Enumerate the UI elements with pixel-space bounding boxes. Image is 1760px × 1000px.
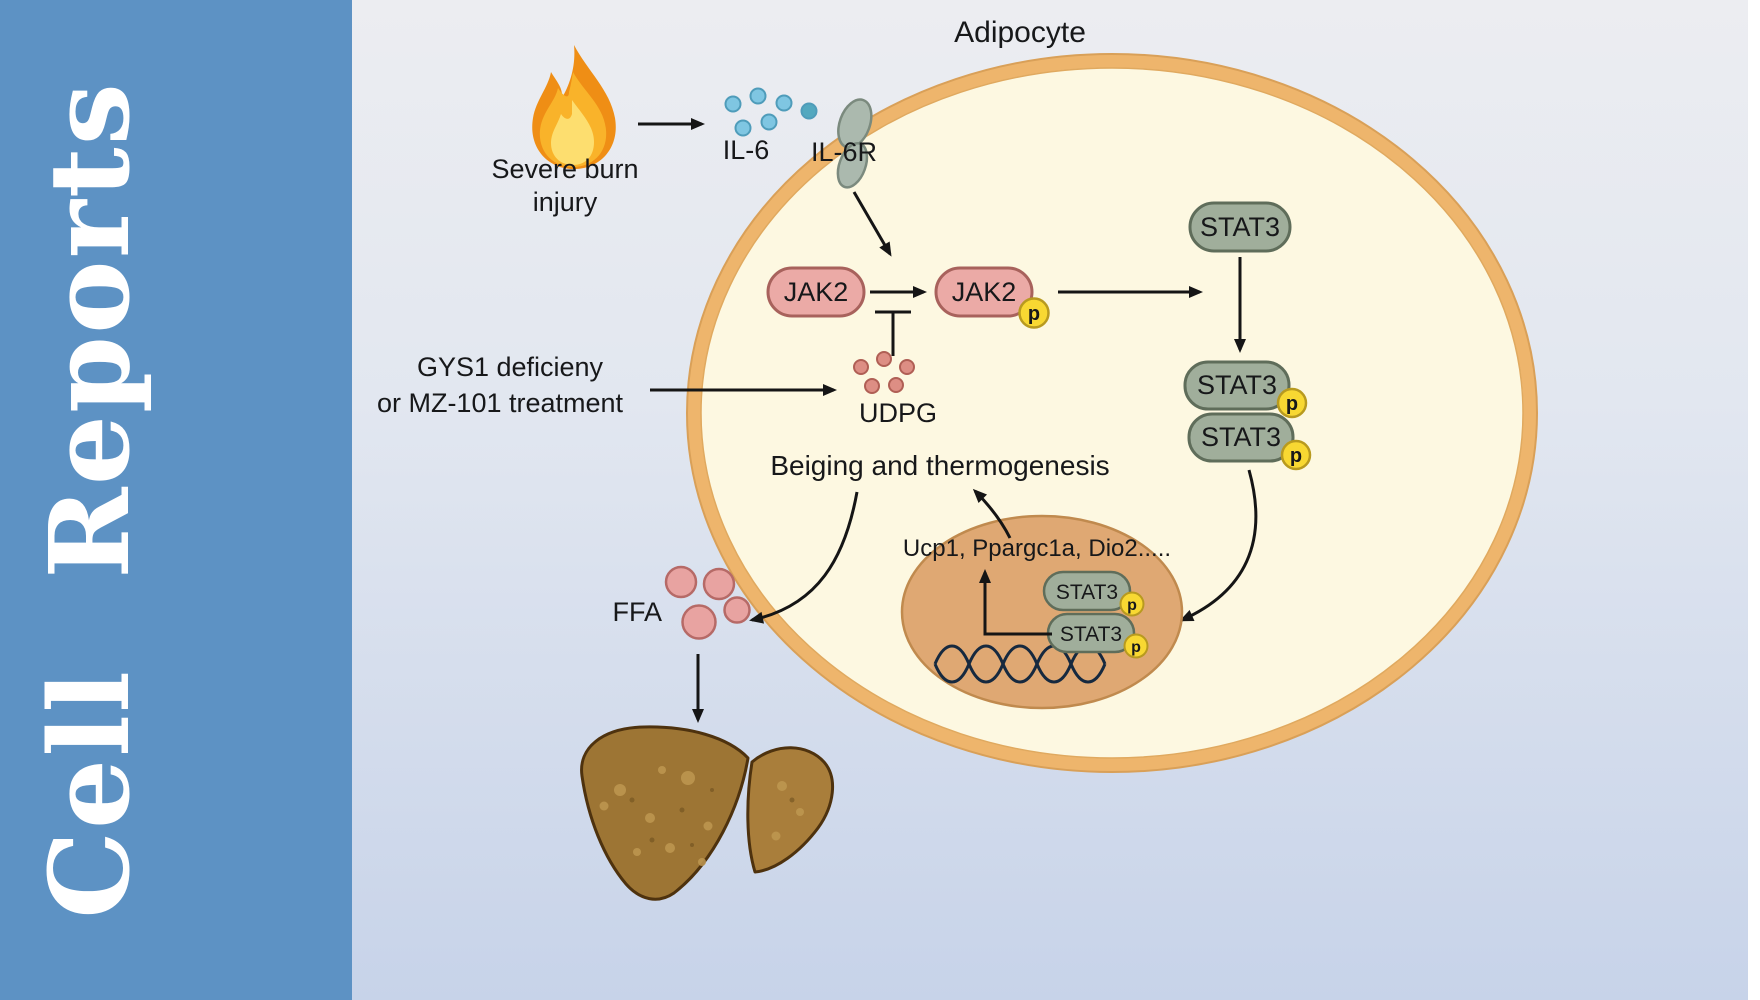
jak2-box	[766, 266, 866, 318]
nucleus-stat3-top-label: STAT3	[1056, 581, 1118, 604]
journal-sidebar: Cell Reports	[0, 0, 352, 1000]
fire-icon	[532, 45, 616, 169]
udpg-label: UDPG	[859, 398, 937, 428]
nucleus-stat3-top-phospho-badge	[1119, 591, 1145, 617]
stat3-dimer-bottom-box	[1187, 412, 1295, 463]
il6r-label: IL-6R	[811, 137, 877, 167]
udpg-molecules	[853, 351, 915, 394]
nucleus-stat3-bottom-label: STAT3	[1060, 623, 1122, 646]
adipocyte-label: Adipocyte	[954, 16, 1086, 49]
stat3-dimer-top-phospho-label: p	[1286, 393, 1298, 415]
liver-icon	[580, 725, 835, 901]
stat3-dimer-bottom-label: STAT3	[1201, 422, 1281, 452]
journal-title-wrap: Cell Reports	[14, 0, 164, 1000]
arrow-nucleus-to-beiging	[972, 488, 1012, 539]
arrow-beiging-to-ffa	[749, 491, 859, 624]
jak2p-phospho-badge	[1018, 297, 1050, 329]
stat3-dimer-bottom-phospho-label: p	[1290, 445, 1302, 467]
pathway-diagram: Adipocyte Severe burn injury IL-6 IL-6R	[377, 16, 1538, 901]
burn-label-line1: Severe burn	[491, 154, 638, 184]
nucleus-stat3-bottom-phospho-label: p	[1131, 639, 1141, 656]
stat3-dimer-top-label: STAT3	[1197, 370, 1277, 400]
nucleus-stat3-top-phospho-label: p	[1127, 597, 1137, 614]
arrow-transcription	[979, 569, 1052, 636]
jak2-label: JAK2	[784, 277, 849, 307]
il6-molecules	[724, 87, 818, 137]
stat3-box	[1188, 201, 1292, 253]
arrow-dimer-to-nucleus	[1179, 469, 1258, 622]
nucleus-genes-label: Ucp1, Ppargc1a, Dio2.....	[903, 535, 1171, 562]
journal-title: Cell Reports	[24, 81, 154, 919]
gys1-label-line1: GYS1 deficieny	[417, 352, 604, 382]
stat3-dimer-top-box	[1183, 360, 1291, 411]
stat3-label: STAT3	[1200, 212, 1280, 242]
adipocyte-cell	[686, 53, 1538, 773]
ffa-molecules	[664, 565, 751, 640]
il6r-receptor-icon	[836, 98, 873, 189]
jak2p-phospho-label: p	[1028, 303, 1040, 325]
beiging-label: Beiging and thermogenesis	[770, 450, 1109, 481]
jak2p-box	[934, 266, 1034, 318]
dna-helix-icon	[933, 644, 1107, 684]
stat3-dimer-top-phospho-badge	[1276, 387, 1308, 419]
jak2p-label: JAK2	[952, 277, 1017, 307]
arrow-il6r-to-jak2	[852, 191, 892, 257]
udpg-inhibition-tbar	[875, 310, 911, 356]
il6-label: IL-6	[723, 135, 770, 165]
nucleus-stat3-top-box	[1042, 570, 1132, 612]
nucleus-stat3-bottom-phospho-badge	[1123, 633, 1149, 659]
stat3-dimer-bottom-phospho-badge	[1280, 439, 1312, 471]
gys1-label-line2: or MZ-101 treatment	[377, 388, 624, 418]
ffa-label: FFA	[612, 597, 662, 627]
burn-label-line2: injury	[533, 187, 598, 217]
